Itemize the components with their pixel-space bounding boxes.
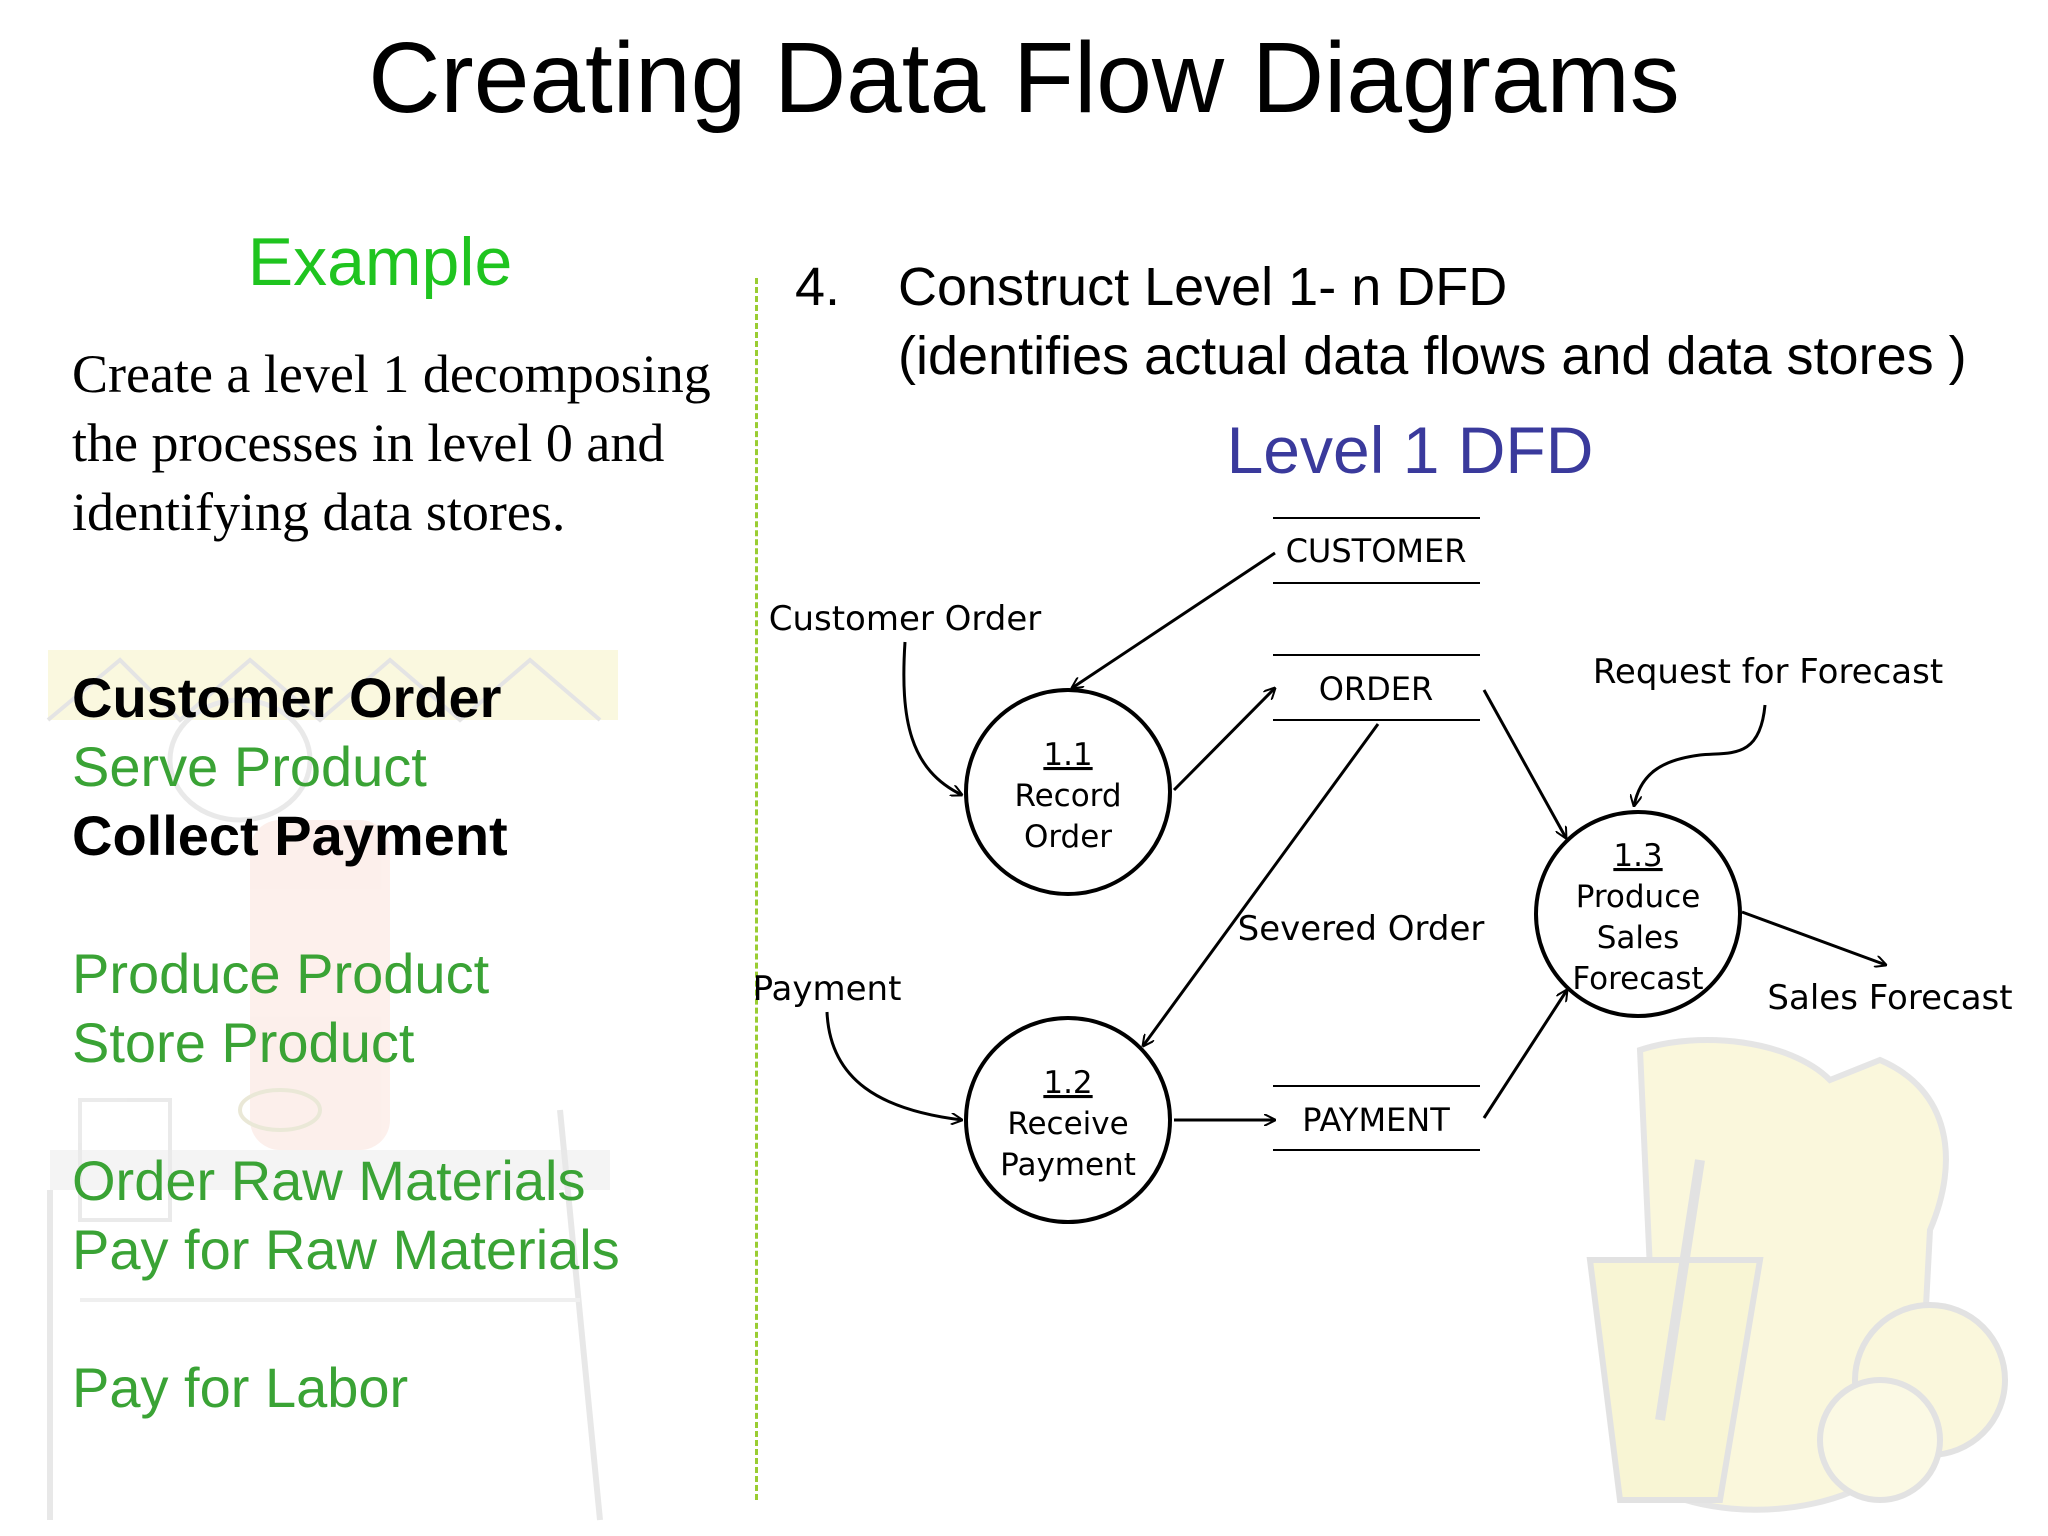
process-label: Receive bbox=[1007, 1106, 1128, 1142]
list-item: Customer Order bbox=[72, 666, 502, 729]
list-item: Produce Product bbox=[72, 942, 490, 1005]
flow-customer-to-record-order bbox=[1072, 551, 1276, 688]
slide-title: Creating Data Flow Diagrams bbox=[368, 22, 1680, 134]
data-store-label: ORDER bbox=[1319, 670, 1434, 708]
flow-sales-forecast bbox=[1741, 910, 1886, 965]
step-number: 4. bbox=[795, 257, 841, 317]
activity-list: Customer Order Serve Product Collect Pay… bbox=[72, 663, 620, 1422]
data-store-payment: PAYMENT bbox=[1273, 1085, 1480, 1151]
process-label: Payment bbox=[1000, 1147, 1136, 1183]
flow-label-customer-order: Customer Order bbox=[769, 599, 1042, 639]
process-id: 1.2 bbox=[1043, 1065, 1092, 1101]
list-item: Pay for Raw Materials bbox=[72, 1218, 620, 1281]
process-id: 1.3 bbox=[1613, 838, 1662, 874]
step-title: Construct Level 1- n DFD bbox=[898, 257, 1508, 317]
lemonade-stand-illustration bbox=[46, 650, 618, 1521]
flow-label-payment: Payment bbox=[753, 969, 902, 1009]
data-store-order: ORDER bbox=[1273, 654, 1480, 721]
process-label: Order bbox=[1024, 819, 1112, 855]
process-1-2-receive-payment: 1.2 Receive Payment bbox=[964, 1016, 1172, 1224]
data-store-label: CUSTOMER bbox=[1286, 532, 1467, 570]
process-1-1-record-order: 1.1 Record Order bbox=[964, 688, 1172, 896]
flow-order-store-to-receive-payment bbox=[1143, 723, 1380, 1046]
diagram-title: Level 1 DFD bbox=[1226, 413, 1594, 487]
flow-label-severed-order: Severed Order bbox=[1238, 909, 1485, 949]
process-1-3-produce-sales-forecast: 1.3 Produce Sales Forecast bbox=[1534, 810, 1742, 1018]
data-store-customer: CUSTOMER bbox=[1273, 517, 1480, 584]
process-label: Forecast bbox=[1572, 961, 1703, 997]
list-item: Collect Payment bbox=[72, 804, 508, 867]
flow-payment-store-to-produce-forecast bbox=[1482, 990, 1567, 1119]
list-item: Store Product bbox=[72, 1011, 415, 1074]
process-label: Sales bbox=[1597, 920, 1680, 956]
intro-text: Create a level 1 decomposing the process… bbox=[72, 344, 711, 542]
process-id: 1.1 bbox=[1043, 737, 1092, 773]
example-heading: Example bbox=[247, 224, 513, 300]
list-item: Serve Product bbox=[72, 735, 427, 798]
flow-order-store-to-produce-forecast bbox=[1482, 689, 1566, 838]
flow-label-request-for-forecast: Request for Forecast bbox=[1593, 652, 1943, 692]
column-divider bbox=[755, 278, 758, 1500]
data-store-label: PAYMENT bbox=[1302, 1101, 1450, 1139]
pitcher-illustration bbox=[1586, 1037, 2008, 1513]
flow-record-order-to-order-store bbox=[1172, 688, 1275, 792]
flow-customer-order-to-record-order bbox=[902, 641, 962, 795]
process-label: Record bbox=[1014, 778, 1121, 814]
flow-label-sales-forecast: Sales Forecast bbox=[1767, 978, 2012, 1018]
flow-request-for-forecast bbox=[1634, 704, 1767, 806]
process-label: Produce bbox=[1576, 879, 1701, 915]
step-subtitle: (identifies actual data flows and data s… bbox=[898, 326, 1967, 386]
list-item: Pay for Labor bbox=[72, 1356, 409, 1419]
list-item: Order Raw Materials bbox=[72, 1149, 586, 1212]
flow-payment-to-receive-payment bbox=[825, 1011, 962, 1120]
